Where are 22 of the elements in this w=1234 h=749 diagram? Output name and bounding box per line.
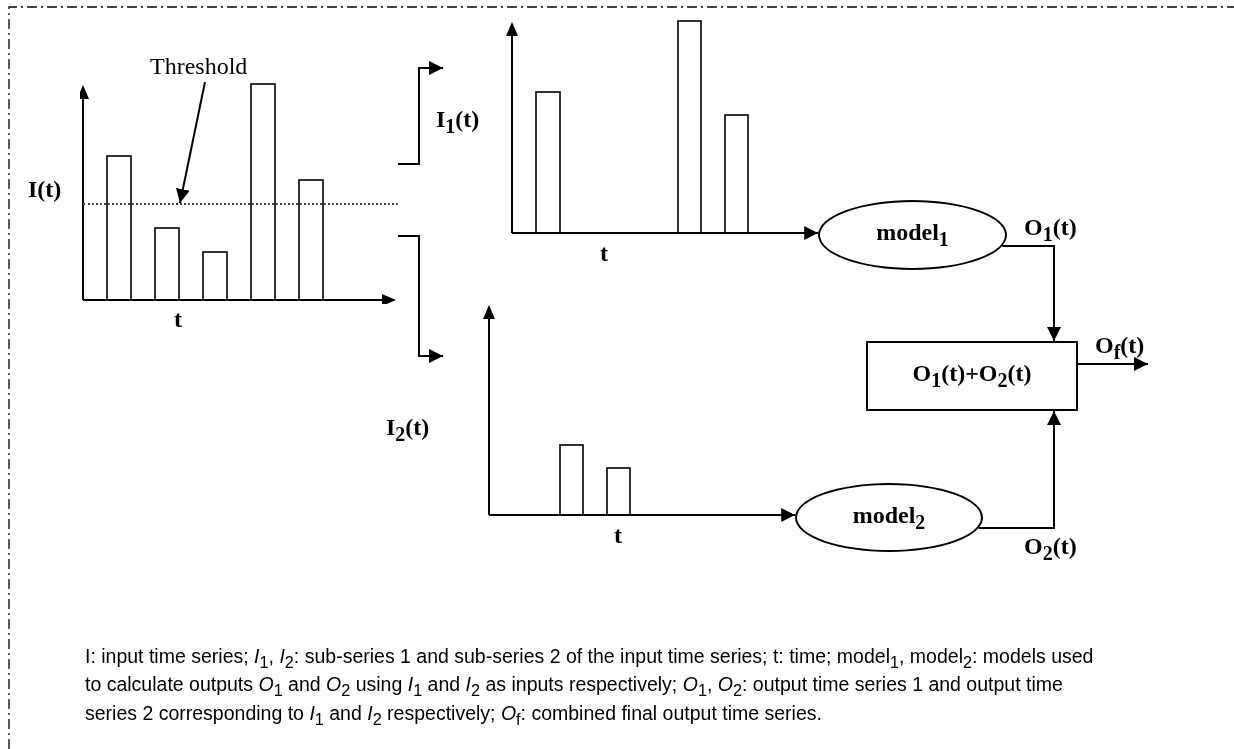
axis-label: I$_{1}$(t) — [436, 106, 480, 137]
edge-label: O$_{f}$(t) — [1095, 332, 1145, 363]
threshold-line — [83, 203, 398, 207]
axis-label: I$_{2}$(t) — [386, 414, 430, 445]
axis-label: I(t) — [28, 176, 62, 203]
axis-label: t — [174, 306, 182, 333]
axis-label: O$_{1}$(t) — [1024, 214, 1077, 245]
model-ellipse: model$_{1}$ — [818, 200, 1007, 270]
axis-label: O$_{2}$(t) — [1024, 533, 1077, 564]
arrow — [397, 61, 444, 165]
arrow — [397, 235, 444, 363]
process-box: O$_{1}$(t)+O$_{2}$(t) — [866, 341, 1078, 411]
threshold-label: Threshold — [150, 50, 285, 82]
axis-label: t — [614, 522, 622, 549]
arrow — [804, 226, 820, 240]
axis-label: t — [600, 240, 608, 267]
model-ellipse: model$_{2}$ — [795, 483, 983, 552]
leader-line — [176, 81, 206, 204]
caption: I: input time series; I$_{1}$, I$_{2}$: sub-series 1 and sub-series 2 of the input time series; t: time; model$_{1}$, model$_{2}$: models used to calculate outputs O$_{1}$ and O$_{2}$ using I$_{1}$ and I$_{2}$ as inputs respectively; O$_{1}$, O$_{2}$: output time series 1 and output time series 2 corresponding to I$_{1}$ and I$_{2}$ respectively; O$_{f}$: combined final output time series. — [85, 645, 1095, 730]
arrow — [1077, 357, 1149, 371]
arrow — [781, 508, 797, 522]
arrow — [977, 410, 1061, 529]
